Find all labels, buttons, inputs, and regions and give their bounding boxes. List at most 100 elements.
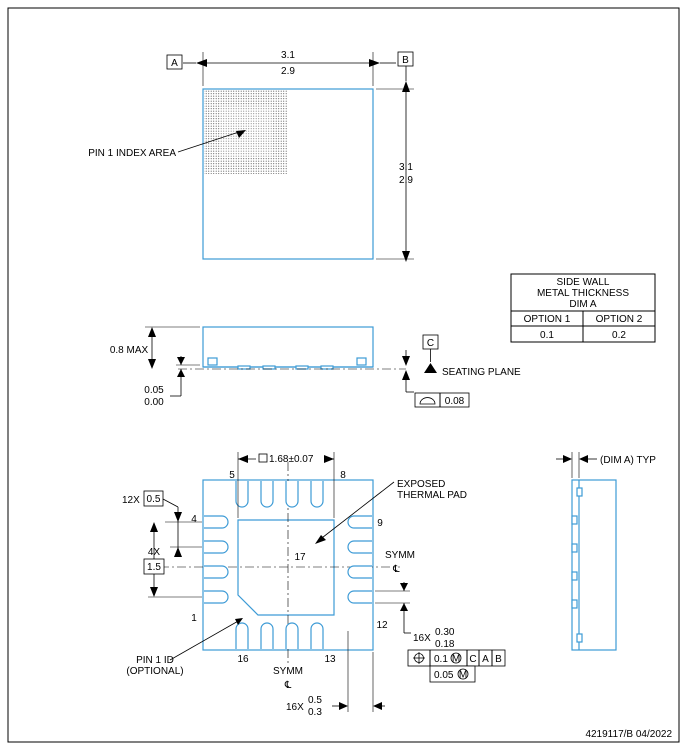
top-height-min: 2.9 xyxy=(399,175,413,186)
top-view: A B 3.1 2.9 3.1 2.9 PIN 1 INDEX AREA xyxy=(88,50,414,262)
pin1-index-area-label: PIN 1 INDEX AREA xyxy=(88,148,176,159)
flatness-value: 0.08 xyxy=(445,396,465,407)
lead-width-min: 0.18 xyxy=(435,639,455,650)
exposed-pad-label-line1: EXPOSED xyxy=(397,479,445,490)
lead-3 xyxy=(204,540,229,554)
lead-6 xyxy=(260,481,274,508)
side-view-terminal-left xyxy=(207,357,218,366)
flatness-symbol xyxy=(419,397,436,405)
pin-1-label: 1 xyxy=(191,613,197,624)
side-wall-view: (DIM A) TYP xyxy=(556,452,656,651)
table-title-line3: DIM A xyxy=(569,299,597,310)
lead-10 xyxy=(347,540,372,554)
seating-plane-label: SEATING PLANE xyxy=(442,367,521,378)
pin-12-label: 12 xyxy=(376,620,388,631)
lead-16 xyxy=(235,622,249,649)
pin-4-label: 4 xyxy=(191,514,197,525)
tol-position-value-1: 0.1 xyxy=(434,654,448,665)
pin1-id-label-line1: PIN 1 ID xyxy=(136,655,174,666)
table-title-line2: METAL THICKNESS xyxy=(537,288,629,299)
tol-datum-b: B xyxy=(495,654,502,665)
side-wall-tab-4 xyxy=(571,599,578,609)
standoff-max: 0.05 xyxy=(144,385,164,396)
lead-5 xyxy=(235,481,249,508)
lead-width-max: 0.30 xyxy=(435,627,455,638)
symm-right-label: SYMM xyxy=(385,550,415,561)
table-header-option2: OPTION 2 xyxy=(596,314,643,325)
side-view-terminal-right xyxy=(356,357,367,366)
lead-4 xyxy=(204,515,229,529)
symm-bottom-cl-symbol: ℄ xyxy=(284,680,292,691)
dim-a-typ-label: (DIM A) TYP xyxy=(600,455,656,466)
lead-length-count: 16X xyxy=(286,702,304,713)
pin-8-label: 8 xyxy=(340,470,346,481)
drawing-border xyxy=(7,7,680,743)
lead-1 xyxy=(204,590,229,604)
tol-position-value-2: 0.05 xyxy=(434,670,454,681)
datum-a-label: A xyxy=(171,58,178,69)
lead-width-count: 16X xyxy=(413,633,431,644)
pin1-index-dot-area xyxy=(204,90,287,174)
span-value-box xyxy=(143,558,165,575)
standoff-min: 0.00 xyxy=(144,397,164,408)
lead-13 xyxy=(310,622,324,649)
lead-15 xyxy=(260,622,274,649)
side-wall-thickness-table: SIDE WALL METAL THICKNESS DIM A OPTION 1… xyxy=(510,273,656,343)
lead-7 xyxy=(285,481,299,508)
pitch-value-box xyxy=(143,490,164,507)
pin-9-label: 9 xyxy=(377,518,383,529)
table-header-option1: OPTION 1 xyxy=(524,314,571,325)
lead-length-max: 0.5 xyxy=(308,695,322,706)
exposed-pad-label-line2: THERMAL PAD xyxy=(397,490,467,501)
side-wall-tab-2 xyxy=(571,543,578,553)
lead-length-min: 0.3 xyxy=(308,707,322,718)
side-view-lead-2 xyxy=(262,365,276,370)
pitch-value: 0.5 xyxy=(147,494,161,505)
lead-11 xyxy=(347,565,372,579)
datum-a-box xyxy=(166,54,183,70)
side-view-lead-1 xyxy=(237,365,251,370)
top-width-min: 2.9 xyxy=(281,66,295,77)
lead-9 xyxy=(347,515,372,529)
pin-13-label: 13 xyxy=(324,654,336,665)
symm-bottom-label: SYMM xyxy=(273,666,303,677)
pin1-id-label-line2: (OPTIONAL) xyxy=(126,666,183,677)
side-wall-tab-3 xyxy=(571,571,578,581)
span-value: 1.5 xyxy=(147,562,161,573)
lead-12 xyxy=(347,590,372,604)
top-width-max: 3.1 xyxy=(281,50,295,61)
lead-8 xyxy=(310,481,324,508)
pitch-count: 12X xyxy=(122,495,140,506)
square-symbol xyxy=(258,453,268,463)
thermal-pad-number: 17 xyxy=(294,552,306,563)
svg-text:M: M xyxy=(459,670,467,681)
flatness-control-frame xyxy=(414,392,470,408)
side-wall-terminal-top xyxy=(576,487,583,497)
drawing-number: 4219117/B 04/2022 xyxy=(585,729,672,740)
datum-c-label: C xyxy=(427,338,434,349)
position-tolerance-frame: 0.1 M C A B 0.05 M xyxy=(407,649,506,683)
side-view-lead-4 xyxy=(320,365,334,370)
table-title-line1: SIDE WALL xyxy=(557,277,610,288)
pin-5-label: 5 xyxy=(229,470,235,481)
pad-size-label: 1.68±0.07 xyxy=(269,454,314,465)
top-height-max: 3.1 xyxy=(399,162,413,173)
side-wall-terminal-bottom xyxy=(576,633,583,643)
datum-b-label: B xyxy=(402,55,409,66)
lead-2 xyxy=(204,565,229,579)
symm-right-cl-symbol: ℄ xyxy=(392,564,400,575)
pin-16-label: 16 xyxy=(237,654,249,665)
bottom-view: 1.68±0.07 5 8 4 1 9 12 16 13 17 EXPOSED … xyxy=(122,452,506,718)
side-wall-tab-1 xyxy=(571,515,578,525)
side-view: 0.8 MAX 0.05 0.00 C SEATING PLANE 0.08 xyxy=(110,326,521,408)
datum-b-box xyxy=(397,51,414,67)
exposed-thermal-pad xyxy=(237,519,335,616)
lead-14 xyxy=(285,622,299,649)
side-view-lead-3 xyxy=(295,365,309,370)
tol-datum-a: A xyxy=(482,654,489,665)
table-value-option2: 0.2 xyxy=(612,330,626,341)
svg-text:M: M xyxy=(452,654,460,665)
span-count: 4X xyxy=(148,547,161,558)
table-value-option1: 0.1 xyxy=(540,330,554,341)
